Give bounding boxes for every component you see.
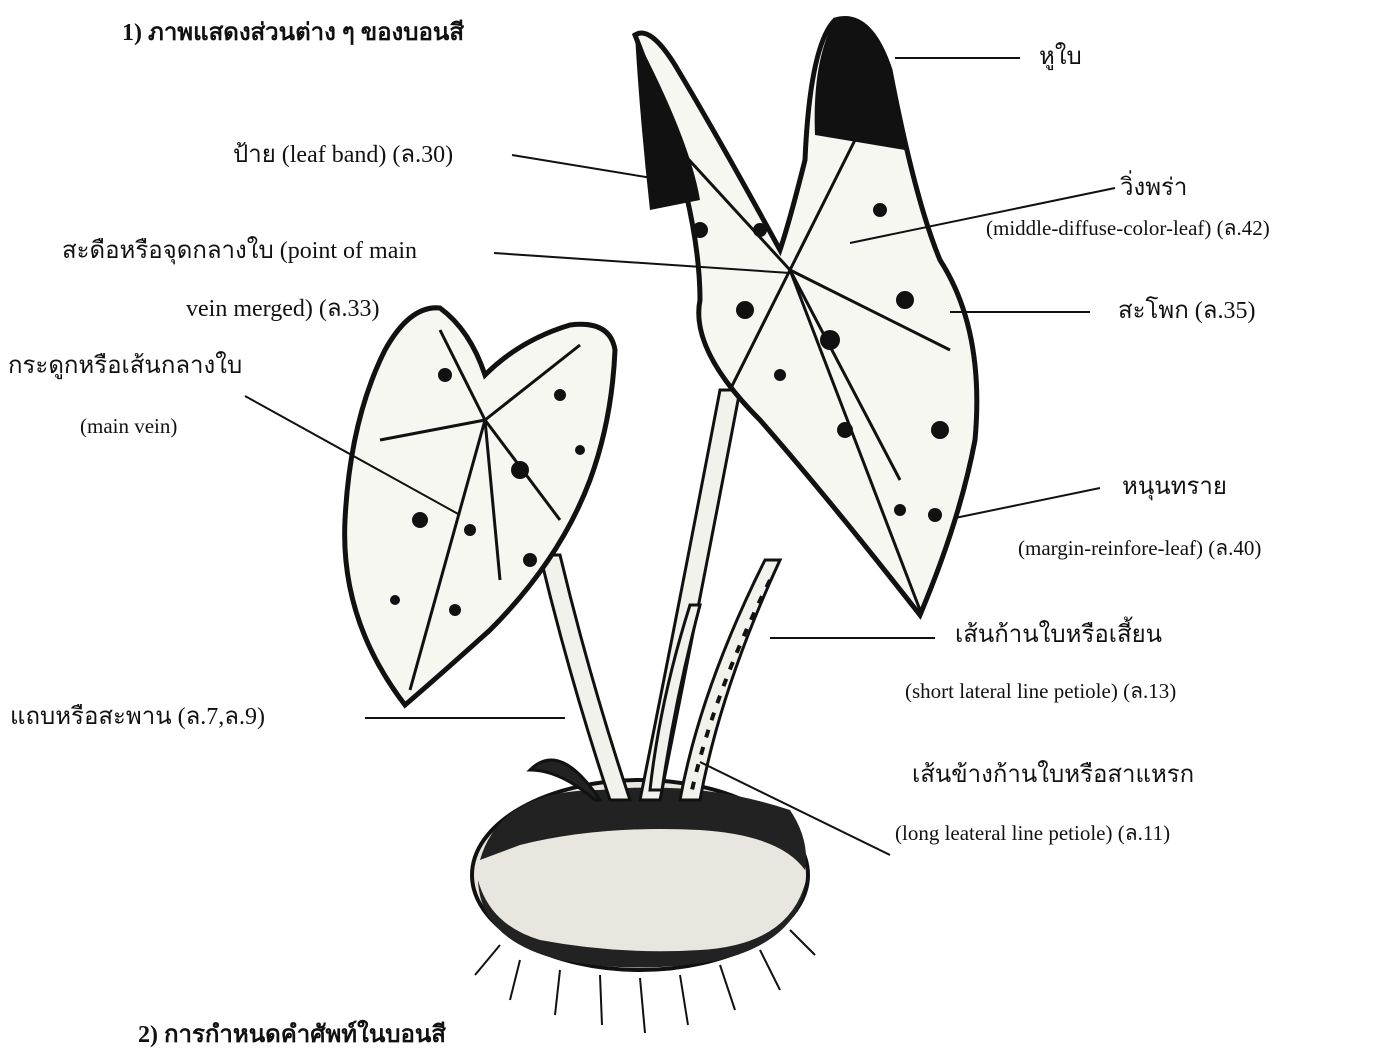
- label-sa-khue-line1: สะดือหรือจุดกลางใบ (point of main: [62, 238, 417, 264]
- right-leaf: [635, 19, 977, 615]
- label-kraduk-th: กระดูกหรือเส้นกลางใบ: [8, 353, 242, 379]
- label-kraduk-en: (main vein): [80, 415, 177, 438]
- label-sen-khang-en: (long leateral line petiole) (ล.11): [895, 822, 1170, 845]
- label-hu-bai: หูใบ: [1039, 44, 1082, 70]
- label-wing-phra-en: (middle-diffuse-color-leaf) (ล.42): [986, 217, 1270, 240]
- label-sa-phok: สะโพก (ล.35): [1118, 298, 1255, 324]
- label-wing-phra-th: วิ่งพร่า: [1120, 175, 1187, 201]
- label-pai: ป้าย (leaf band) (ล.30): [233, 142, 453, 168]
- label-sen-khang-th: เส้นข้างก้านใบหรือสาแหรก: [912, 762, 1194, 788]
- label-thaep: แถบหรือสะพาน (ล.7,ล.9): [10, 704, 265, 730]
- section-1-heading: 1) ภาพแสดงส่วนต่าง ๆ ของบอนสี: [122, 20, 464, 46]
- label-sen-kan-th: เส้นก้านใบหรือเสี้ยน: [955, 622, 1162, 648]
- section-2-heading: 2) การกำหนดคำศัพท์ในบอนสี: [138, 1022, 446, 1048]
- label-nunsai-th: หนุนทราย: [1122, 474, 1227, 500]
- label-nunsai-en: (margin-reinfore-leaf) (ล.40): [1018, 537, 1261, 560]
- label-sa-khue-line2: vein merged) (ล.33): [186, 296, 380, 322]
- tuber: [472, 780, 815, 1033]
- label-sen-kan-en: (short lateral line petiole) (ล.13): [905, 680, 1176, 703]
